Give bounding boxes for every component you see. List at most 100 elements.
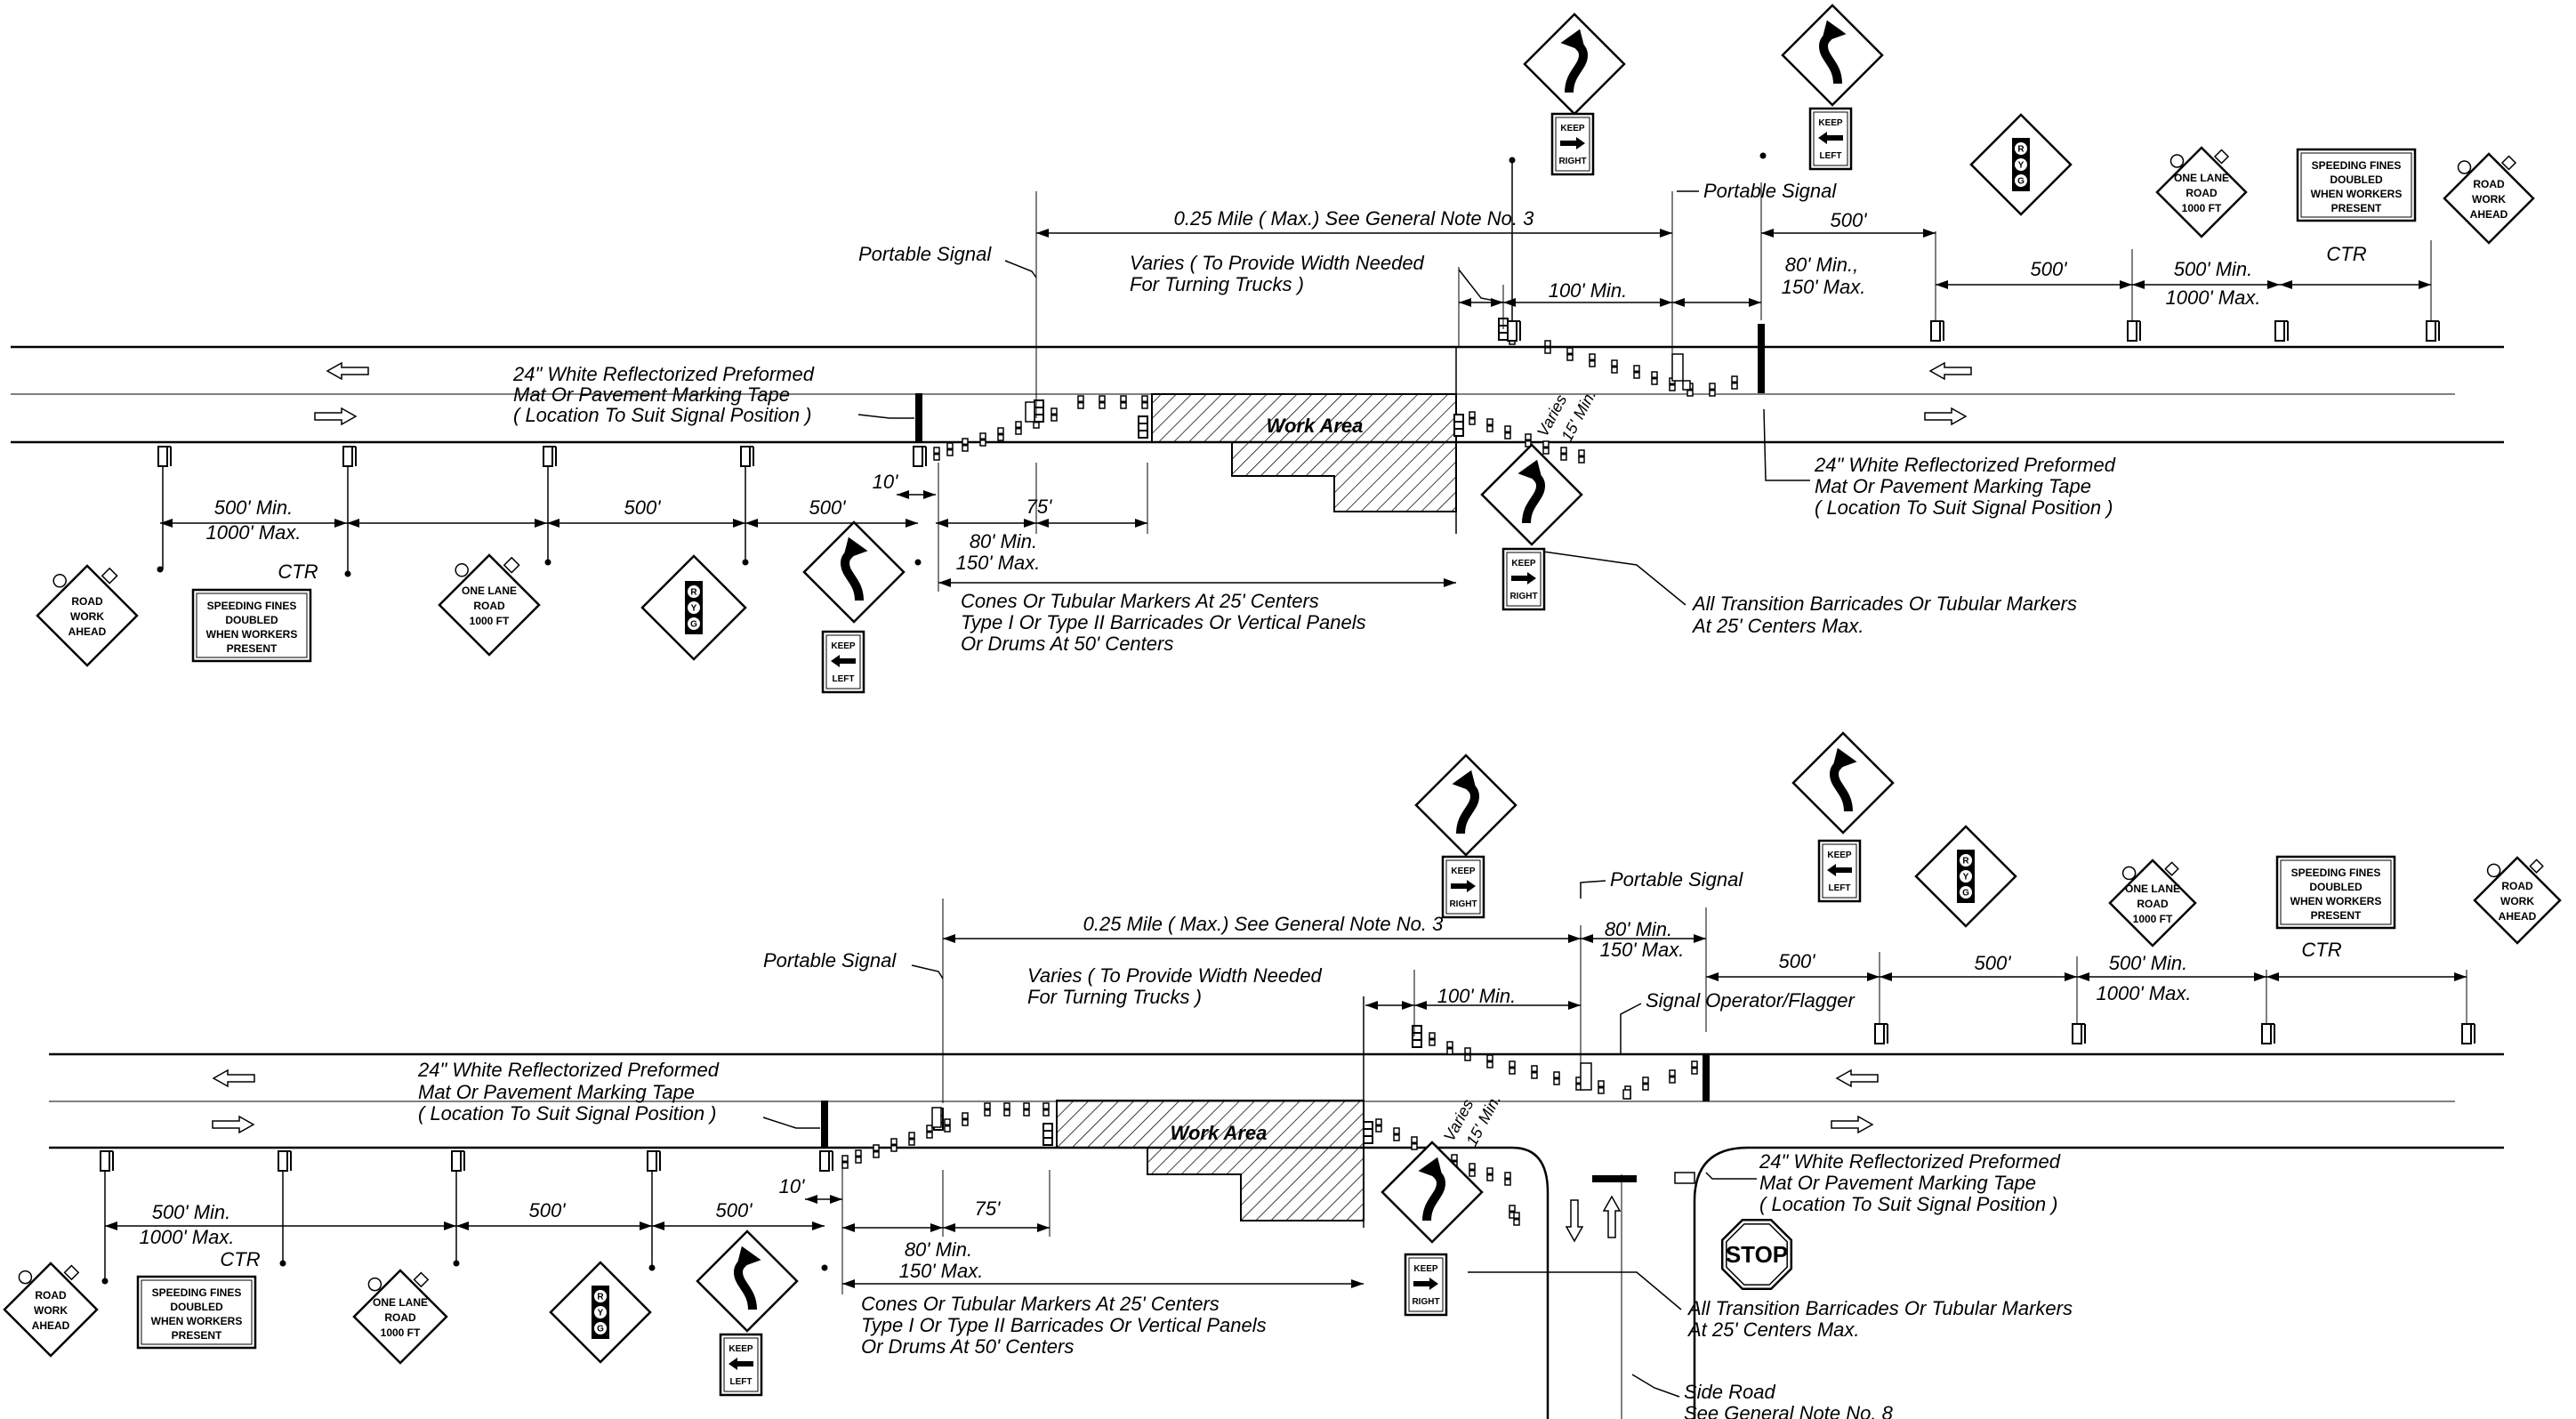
dimension-label: 0.25 Mile ( Max.) See General Note No. 3 xyxy=(1083,913,1444,935)
signal-operator xyxy=(1682,380,1691,391)
leader-dot xyxy=(344,570,351,577)
dimension-label: 500' xyxy=(1975,952,2012,974)
signal-letter: R xyxy=(1962,857,1969,867)
leader-dot xyxy=(101,1278,109,1285)
signal-ahead-sign: RYG xyxy=(1914,825,2017,928)
side-portable-signal xyxy=(1674,1172,1695,1184)
sign-post xyxy=(913,446,923,467)
sign-text: PRESENT xyxy=(2331,202,2382,214)
sign-diamond xyxy=(2443,152,2535,245)
dimension-label: 100' Min. xyxy=(1437,985,1517,1007)
signal-letter: G xyxy=(597,1325,604,1334)
varies-note: Varies ( To Provide Width Needed xyxy=(1027,964,1323,987)
dimension-arrowhead xyxy=(1706,972,1719,981)
sign-text: ROAD xyxy=(2473,178,2505,190)
dimension-label: 500' xyxy=(1779,950,1816,972)
sign-post xyxy=(1507,320,1517,342)
dimension-label: 500' Min. xyxy=(2174,258,2253,280)
dimension-arrowhead xyxy=(1402,1001,1414,1010)
work-area-shoulder xyxy=(1147,1148,1364,1221)
leader-dot xyxy=(1509,157,1516,164)
tape-note: 24" White Reflectorized Preformed xyxy=(1814,454,2116,476)
dimension-arrowhead xyxy=(1923,229,1936,238)
signal-letter: G xyxy=(1962,889,1969,899)
signal-lamp xyxy=(688,601,700,614)
work-area-lane xyxy=(1151,393,1457,443)
leader xyxy=(1004,260,1037,278)
stop-octagon xyxy=(1720,1218,1793,1291)
dimension-arrowhead xyxy=(830,1195,842,1204)
signal-letter: G xyxy=(2017,177,2025,187)
leader-dot xyxy=(544,559,551,566)
barricade xyxy=(1042,1123,1053,1146)
tape-note: 24" White Reflectorized Preformed xyxy=(1759,1150,2061,1173)
warning-flag xyxy=(413,1271,430,1288)
sign-post xyxy=(100,1150,110,1172)
leader xyxy=(911,964,944,980)
ctr-label: CTR xyxy=(2326,243,2366,265)
sign-text: AHEAD xyxy=(2470,208,2508,221)
sign-text: KEEP xyxy=(1827,851,1852,860)
sign-post xyxy=(157,446,168,467)
work-area-shoulder xyxy=(1231,442,1457,512)
warning-flag xyxy=(2500,155,2517,171)
signal-letter: Y xyxy=(691,604,697,614)
traffic-arrow xyxy=(1928,361,1972,381)
leader xyxy=(1631,1374,1680,1398)
signal-lamp xyxy=(1960,870,1972,883)
dimension-arrowhead xyxy=(1568,934,1581,943)
cones-note: Or Drums At 50' Centers xyxy=(961,633,1173,655)
dimension-arrowhead xyxy=(547,519,559,528)
signal-ahead-sign: RYG xyxy=(640,554,747,661)
dimension-arrowhead xyxy=(2419,280,2431,289)
dimension-arrowhead xyxy=(1867,972,1880,981)
traffic-arrow xyxy=(1602,1195,1622,1238)
sign-text: KEEP xyxy=(1451,867,1476,876)
dimension-label: 80' Min., xyxy=(1785,254,1858,276)
leader xyxy=(1542,551,1686,606)
leader xyxy=(857,414,914,419)
sign-text: ROAD xyxy=(71,595,103,608)
traffic-arrow xyxy=(314,407,358,426)
reverse-curve-sign xyxy=(1523,12,1626,116)
dimension-arrowhead xyxy=(897,490,909,499)
work-area-lane xyxy=(1056,1100,1364,1149)
sign-diamond xyxy=(2473,856,2562,945)
dimension-label: 10' xyxy=(779,1175,805,1197)
signal-ahead-sign: RYG xyxy=(549,1261,652,1364)
sign-post xyxy=(2072,1023,2082,1044)
cones-note: Cones Or Tubular Markers At 25' Centers xyxy=(861,1293,1220,1315)
reverse-curve-sign xyxy=(1791,731,1895,834)
dimension-arrowhead xyxy=(1581,934,1593,943)
dimension-arrowhead xyxy=(1024,519,1036,528)
dimension-arrowhead xyxy=(535,519,547,528)
dimension-label: 80' Min. xyxy=(905,1238,972,1261)
sign-inner xyxy=(2280,859,2392,925)
dimension-arrowhead xyxy=(936,519,948,528)
sign-text: WORK xyxy=(2500,895,2534,907)
sign-text: PRESENT xyxy=(172,1329,222,1342)
barricade xyxy=(1453,414,1464,437)
signal-lamp xyxy=(2015,174,2027,187)
dimension-arrowhead xyxy=(2120,280,2132,289)
dimension-arrowhead xyxy=(2454,972,2467,981)
signal-lamp xyxy=(594,1306,607,1318)
dimension-arrowhead xyxy=(1694,934,1706,943)
sign-text: RIGHT xyxy=(1509,592,1537,601)
sign-text: 1000 FT xyxy=(470,615,510,627)
dimension-label: 80' Min. xyxy=(1605,918,1672,940)
signal-letter: Y xyxy=(598,1309,604,1318)
portable-signal xyxy=(1671,353,1684,382)
portable-signal-label: Portable Signal xyxy=(858,243,992,265)
sign-diamond xyxy=(1414,754,1517,857)
dimension-arrowhead xyxy=(2266,972,2279,981)
leader xyxy=(1580,880,1606,899)
sign-text: ROAD xyxy=(2501,880,2533,892)
traffic-arrow xyxy=(326,361,369,381)
